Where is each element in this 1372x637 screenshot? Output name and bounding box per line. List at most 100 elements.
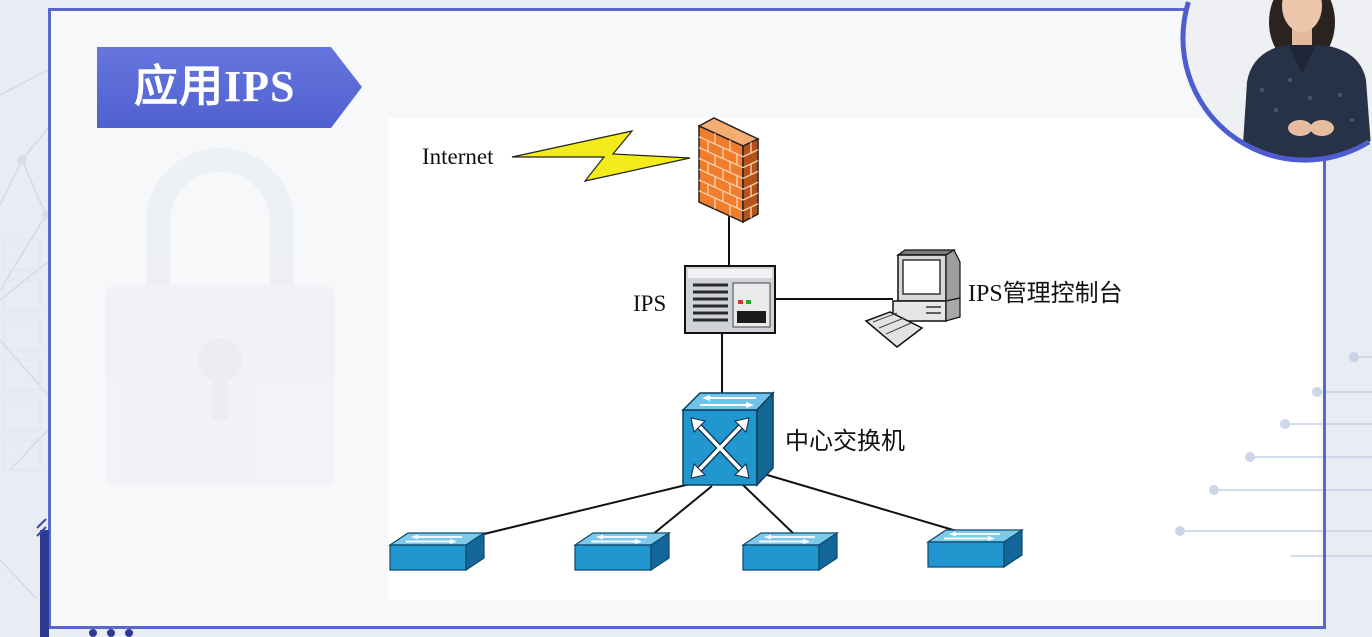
firewall-mortar-line [742, 149, 759, 158]
monitor-side [945, 249, 961, 302]
corner-accent-bar [40, 530, 49, 637]
circuit-node [1312, 387, 1322, 397]
core-switch-arrowhead [690, 417, 707, 434]
corner-accent-slash [36, 526, 47, 537]
presenter-blouse [1242, 45, 1372, 160]
ips-status-led-green [746, 300, 751, 304]
presenter-neck [1292, 26, 1312, 48]
presenter-collar [1289, 45, 1316, 74]
link-core-access-2 [651, 485, 713, 536]
ips-display [737, 311, 766, 323]
access-switch-arrowhead [596, 534, 603, 540]
access-switch-front-face [742, 544, 820, 571]
core-switch-top-arrowhead [702, 395, 710, 401]
blouse-dot [1288, 78, 1292, 82]
access-switch-arrowhead [411, 534, 418, 540]
corner-accent-slash [36, 518, 47, 529]
lock-keyhole-slot [212, 372, 228, 420]
blouse-dot [1350, 118, 1354, 122]
firewall-mortar-line [698, 190, 744, 212]
link-core-access-1 [479, 483, 691, 536]
background-network-pattern [0, 69, 50, 599]
access-switch-side-face [818, 531, 838, 572]
corner-accent-dot [89, 629, 97, 637]
access-switch-side-face [465, 531, 485, 572]
firewall-mortar-line [742, 170, 759, 180]
network-pattern-line [9, 429, 49, 471]
slide-frame [48, 8, 1326, 629]
workgroup-switch-icon [926, 528, 1024, 569]
firewall-mortar-line [698, 168, 744, 190]
internet-label: Internet [422, 144, 494, 169]
background-grid-cell [3, 239, 41, 271]
background-grid-cell [3, 279, 41, 311]
network-pattern-line [21, 159, 47, 216]
access-switch-arrowhead [988, 536, 995, 541]
link-core-access-3 [741, 483, 796, 536]
background-grid-cell [3, 319, 41, 351]
presenter-hand-left [1288, 120, 1312, 136]
ips-appliance-icon [684, 265, 776, 334]
access-switch-side-face [650, 531, 670, 572]
access-switch-row [388, 528, 1024, 572]
access-switch-arrowhead [949, 531, 956, 537]
computer-case-side [945, 297, 961, 322]
slide-title: 应用IPS [134, 62, 296, 111]
firewall-icon [697, 117, 760, 224]
presenter-video-frame [1180, 1, 1371, 163]
core-switch-arrowhead [733, 462, 750, 479]
workgroup-switch-icon [741, 531, 839, 572]
lightning-icon [511, 130, 691, 182]
workgroup-switch-icon [388, 531, 486, 572]
background-circuit-pattern [1175, 352, 1372, 557]
core-switch-top-arrowhead [746, 402, 754, 408]
workgroup-switch-icon [573, 531, 671, 572]
background-lock-graphic [105, 148, 335, 485]
lock-keyhole [198, 338, 242, 382]
circuit-node [1280, 419, 1290, 429]
keyboard [864, 311, 924, 348]
core-switch-side-face [756, 391, 774, 487]
keyboard-key-row [878, 317, 905, 329]
blouse-dot [1260, 88, 1264, 92]
blouse-dot [1338, 93, 1342, 97]
corner-accent-dot [125, 629, 133, 637]
network-pattern-node [17, 155, 27, 165]
core-switch-cross-arrows [695, 422, 745, 474]
ips-label: IPS [633, 291, 666, 316]
access-switch-arrowhead [635, 539, 642, 544]
network-pattern-line [0, 214, 47, 291]
firewall-mortar-line [698, 146, 744, 169]
network-pattern-line [0, 159, 23, 206]
ips-appliance-top-panel [688, 269, 772, 278]
link-core-access-4 [763, 473, 961, 533]
access-switch-front-face [389, 544, 467, 571]
network-pattern-line [0, 559, 37, 599]
circuit-node [1209, 485, 1219, 495]
presenter-blouse-dots [1260, 78, 1354, 122]
firewall-mortar-line [742, 192, 759, 201]
core-switch-icon [681, 391, 775, 487]
access-switch-arrowhead [450, 539, 457, 544]
desktop-computer-icon [864, 249, 961, 348]
access-switch-arrowhead [764, 534, 771, 540]
presenter-face [1282, 0, 1322, 32]
circuit-node [1245, 452, 1255, 462]
keyboard-key-row [885, 322, 912, 335]
circuit-node [1175, 526, 1185, 536]
blouse-dot [1308, 96, 1312, 100]
monitor-screen [902, 259, 941, 295]
ips-status-led-red [738, 300, 743, 304]
background-grid-cell [3, 359, 41, 391]
console-label: IPS管理控制台 [968, 280, 1123, 307]
network-pattern-line [0, 69, 49, 96]
firewall-bricks [698, 133, 759, 218]
core-switch-label: 中心交换机 [785, 428, 905, 455]
firewall-mortar-line [698, 136, 744, 158]
access-switch-arrowhead [803, 539, 810, 544]
presenter-video [1182, 0, 1372, 161]
access-switch-front-face [927, 541, 1005, 568]
keyboard-key-row [872, 312, 898, 323]
